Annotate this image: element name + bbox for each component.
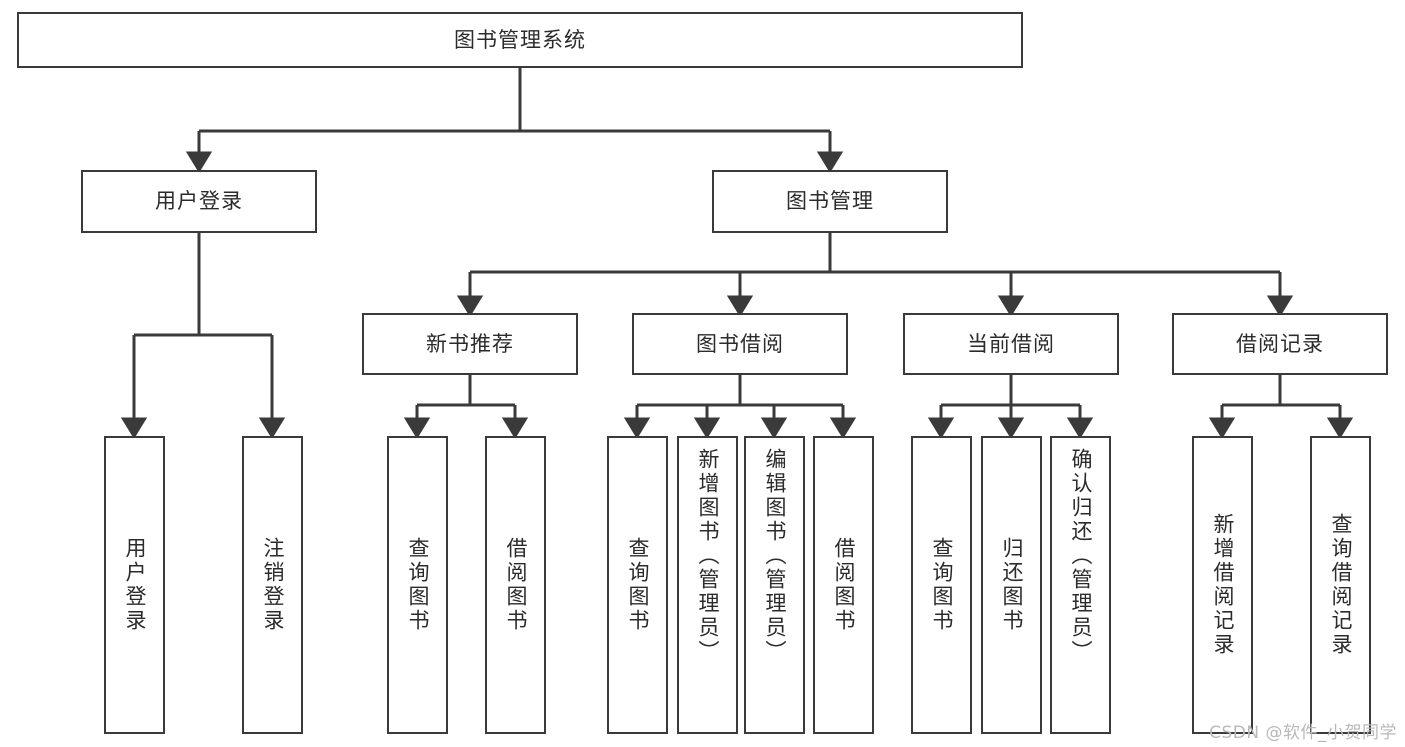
- node-leaf-add-book-admin[interactable]: 新增图书（管理员）: [677, 436, 738, 734]
- node-book-management[interactable]: 图书管理: [712, 170, 948, 233]
- node-book-borrow[interactable]: 图书借阅: [632, 313, 848, 375]
- node-book-borrow-label: 图书借阅: [696, 331, 784, 356]
- node-leaf-return-book-label: 归还图书: [1000, 537, 1024, 633]
- node-root-label: 图书管理系统: [454, 27, 586, 52]
- node-leaf-recommend-query-book[interactable]: 查询图书: [387, 436, 448, 734]
- node-root[interactable]: 图书管理系统: [17, 12, 1023, 68]
- node-leaf-return-book[interactable]: 归还图书: [981, 436, 1042, 734]
- node-leaf-logout-label: 注销登录: [261, 537, 285, 633]
- node-leaf-confirm-return-admin[interactable]: 确认归还（管理员）: [1050, 436, 1111, 734]
- node-leaf-borrow-query-book[interactable]: 查询图书: [607, 436, 668, 734]
- node-current-borrow[interactable]: 当前借阅: [903, 313, 1119, 375]
- node-leaf-borrow-query-book-label: 查询图书: [626, 537, 650, 633]
- node-leaf-add-borrow-record-label: 新增借阅记录: [1211, 513, 1235, 657]
- node-leaf-recommend-borrow-book[interactable]: 借阅图书: [485, 436, 546, 734]
- node-leaf-add-book-admin-label: 新增图书（管理员）: [696, 448, 720, 664]
- node-leaf-borrow-book-label: 借阅图书: [832, 537, 856, 633]
- node-leaf-query-borrow-record-label: 查询借阅记录: [1329, 513, 1353, 657]
- node-leaf-add-borrow-record[interactable]: 新增借阅记录: [1192, 436, 1253, 734]
- node-new-book-recommend[interactable]: 新书推荐: [362, 313, 578, 375]
- node-current-borrow-label: 当前借阅: [967, 331, 1055, 356]
- node-leaf-current-query-book-label: 查询图书: [930, 537, 954, 633]
- node-leaf-recommend-query-book-label: 查询图书: [406, 537, 430, 633]
- node-borrow-record[interactable]: 借阅记录: [1172, 313, 1388, 375]
- node-leaf-confirm-return-admin-label: 确认归还（管理员）: [1069, 448, 1093, 664]
- node-book-management-label: 图书管理: [786, 189, 874, 214]
- node-leaf-edit-book-admin[interactable]: 编辑图书（管理员）: [744, 436, 805, 734]
- node-user-login[interactable]: 用户登录: [81, 170, 317, 233]
- node-leaf-edit-book-admin-label: 编辑图书（管理员）: [763, 448, 787, 664]
- node-user-login-label: 用户登录: [155, 189, 243, 214]
- node-leaf-recommend-borrow-book-label: 借阅图书: [504, 537, 528, 633]
- node-leaf-logout[interactable]: 注销登录: [242, 436, 303, 734]
- node-new-book-recommend-label: 新书推荐: [426, 331, 514, 356]
- node-leaf-user-login-label: 用户登录: [123, 537, 147, 633]
- node-borrow-record-label: 借阅记录: [1236, 331, 1324, 356]
- node-leaf-user-login[interactable]: 用户登录: [104, 436, 165, 734]
- node-leaf-current-query-book[interactable]: 查询图书: [911, 436, 972, 734]
- node-leaf-borrow-book[interactable]: 借阅图书: [813, 436, 874, 734]
- node-leaf-query-borrow-record[interactable]: 查询借阅记录: [1310, 436, 1371, 734]
